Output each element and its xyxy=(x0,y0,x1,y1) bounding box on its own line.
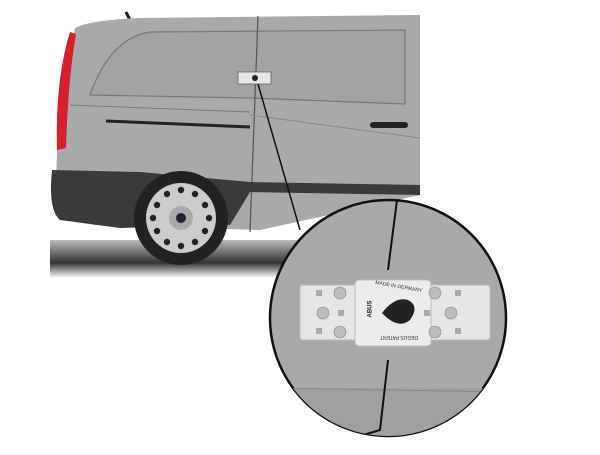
lock-bottom-text: DEGUS PATENT xyxy=(380,334,419,340)
lock-brand-label: ABUS xyxy=(367,300,374,318)
keyhole-cover xyxy=(382,299,415,324)
